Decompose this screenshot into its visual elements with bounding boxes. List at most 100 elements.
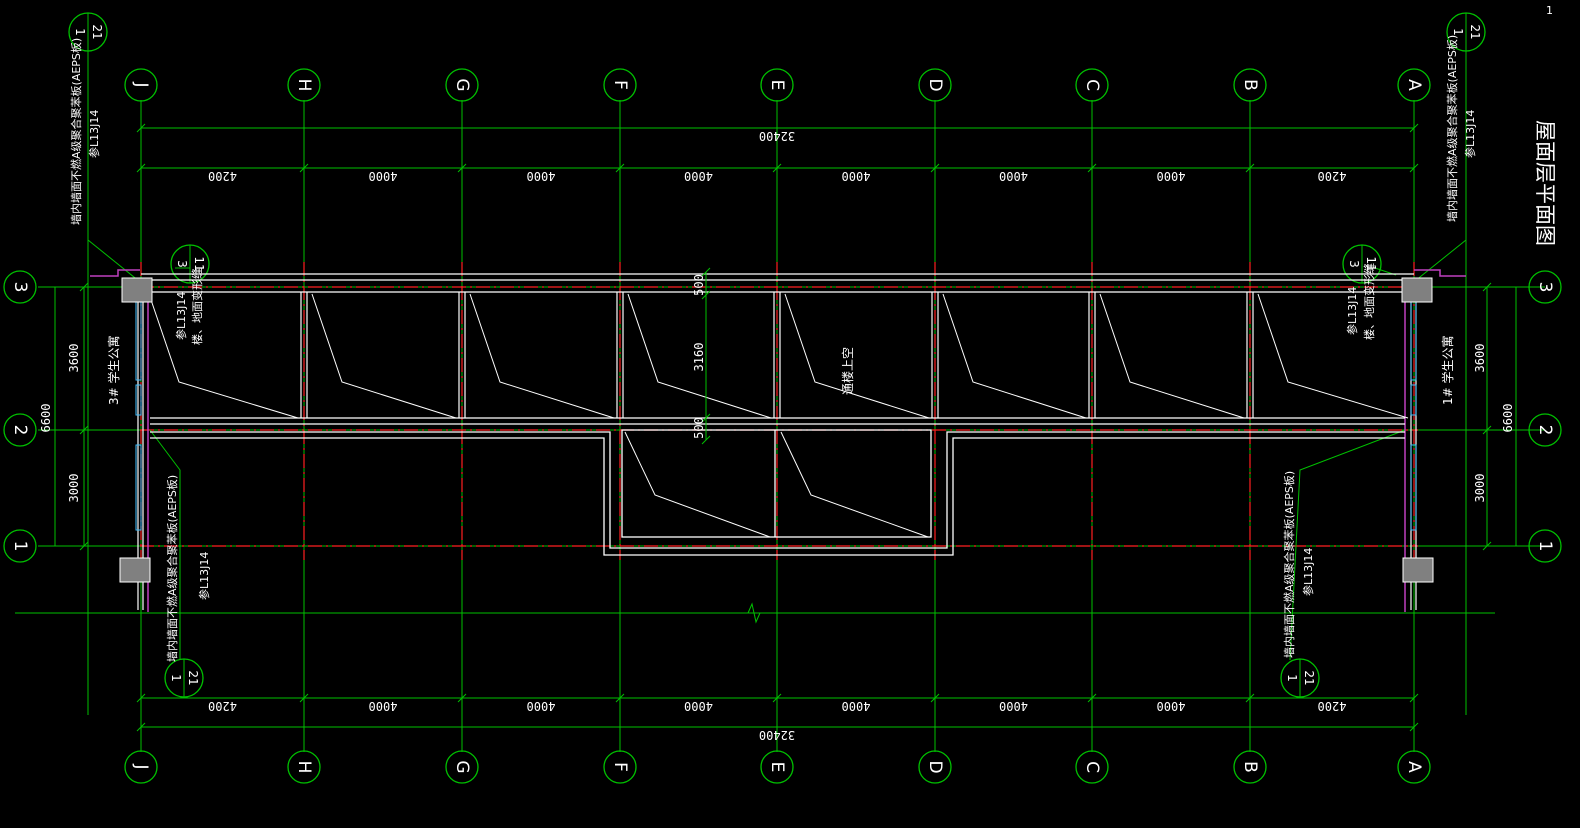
axis-bubble-bottom-E-circle xyxy=(760,750,794,784)
dim-bay-bottom-tick xyxy=(1087,693,1097,703)
break-mark xyxy=(747,602,761,624)
detail-ref-5-num: 1 xyxy=(1285,674,1299,682)
dim-right-bay-tick xyxy=(1482,282,1492,292)
dim-opening-tick xyxy=(701,413,711,423)
axis-bubble-bottom-B-label: B xyxy=(1240,761,1260,773)
axis-bubble-left-2-circle xyxy=(3,413,37,447)
note-access-mr: 楼、地面变形缝 xyxy=(1362,263,1376,340)
corridor-edge-4 xyxy=(150,437,1405,556)
axis-bubble-top-H-label: H xyxy=(294,79,314,92)
window-left xyxy=(135,384,142,416)
axis-bubble-top-G-label: G xyxy=(452,78,472,91)
axis-bubble-bottom-F-circle xyxy=(603,750,637,784)
dim-bay-bottom-3: 4000 xyxy=(684,699,713,713)
dim-bay-top-tick xyxy=(299,163,309,173)
dim-tick xyxy=(136,123,146,133)
note-access-ml: 楼、地面变形缝 xyxy=(190,268,204,345)
dim-bay-top-4: 4000 xyxy=(842,169,871,183)
dim-bay-bottom-tick xyxy=(1409,693,1419,703)
dim-opening-3160: 3160 xyxy=(692,343,706,372)
note-ref-tl: 参L13J14 xyxy=(87,110,101,158)
dim-bay-top-7: 4200 xyxy=(1318,169,1347,183)
axis-bubble-left-3-circle xyxy=(3,270,37,304)
dim-left-6600: 6600 xyxy=(39,404,53,433)
dim-bay-top-tick xyxy=(1409,163,1419,173)
roof-slope-line xyxy=(311,293,457,419)
column xyxy=(1401,277,1433,303)
dim-opening-500-bottom: 500 xyxy=(692,417,706,439)
roof-slope-line xyxy=(1257,293,1409,419)
axis-bubble-bottom-J-circle xyxy=(124,750,158,784)
dim-bay-top-2: 4000 xyxy=(527,169,556,183)
roof-slope-line xyxy=(784,293,930,419)
dim-bay-top-tick xyxy=(1087,163,1097,173)
axis-bubble-top-C-label: C xyxy=(1082,79,1102,91)
detail-ref-1-sheet: 21 xyxy=(1468,24,1482,39)
dim-bay-top-3: 4000 xyxy=(684,169,713,183)
axis-bubble-left-1-label: 1 xyxy=(10,541,30,552)
axis-bubble-right-3-label: 3 xyxy=(1535,282,1555,293)
corridor-edge-3 xyxy=(150,431,1405,549)
drawing-title: 屋面层平面图 xyxy=(1533,120,1557,246)
dim-bay-bottom-1: 4000 xyxy=(369,699,398,713)
detail-ref-1-num: 1 xyxy=(1451,28,1465,36)
note-parapet-tl: 墙内墙面不燃A级聚合聚苯板(AEPS板) xyxy=(69,38,83,225)
column xyxy=(119,557,151,583)
column xyxy=(1402,557,1434,583)
axis-bubble-top-F-label: F xyxy=(610,80,630,90)
dim-bay-top-tick xyxy=(772,163,782,173)
stair-slope-line xyxy=(780,431,929,538)
axis-bubble-bottom-A-label: A xyxy=(1404,761,1424,773)
note-ref-bl: 参L13J14 xyxy=(197,552,211,600)
dim-tick xyxy=(136,722,146,732)
parapet-left-top xyxy=(90,269,140,277)
dim-bay-bottom-5: 4000 xyxy=(999,699,1028,713)
leader-bottom-left xyxy=(149,429,181,660)
dim-bay-bottom-4: 4000 xyxy=(842,699,871,713)
note-building-3: 3# 学生公寓 xyxy=(106,335,121,405)
axis-bubble-bottom-G-circle xyxy=(445,750,479,784)
dim-bay-bottom-tick xyxy=(615,693,625,703)
detail-ref-4-num: 1 xyxy=(169,674,183,682)
dim-bay-bottom-7: 4200 xyxy=(1318,699,1347,713)
roof-slope-line xyxy=(942,293,1087,419)
dim-opening-tick xyxy=(701,290,711,300)
dim-bay-bottom-6: 4000 xyxy=(1157,699,1186,713)
note-building-1: 1# 学生公寓 xyxy=(1440,335,1455,405)
axis-bubble-right-2-label: 2 xyxy=(1535,425,1555,436)
roof-slope-line xyxy=(148,293,299,419)
dim-total-bottom: 32400 xyxy=(759,728,795,742)
dim-bay-bottom-tick xyxy=(457,693,467,703)
dim-bay-bottom-tick xyxy=(136,693,146,703)
dim-right-6600: 6600 xyxy=(1501,404,1515,433)
dim-right-bay-tick xyxy=(1482,541,1492,551)
axis-bubble-bottom-G-label: G xyxy=(452,760,472,773)
note-parapet-br: 墙内墙面不燃A级聚合聚苯板(AEPS板) xyxy=(1282,471,1296,658)
detail-ref-3-sheet: 11 xyxy=(1364,256,1378,271)
detail-ref-0-sheet: 21 xyxy=(90,24,104,39)
note-stair-up: 通楼上空 xyxy=(840,347,855,395)
note-parapet-bl: 墙内墙面不燃A级聚合聚苯板(AEPS板) xyxy=(165,475,179,662)
axis-bubble-right-3-circle xyxy=(1528,270,1562,304)
column xyxy=(121,277,153,303)
dim-opening-500-top: 500 xyxy=(692,274,706,296)
axis-bubble-top-B-label: B xyxy=(1240,79,1260,91)
axis-bubble-left-3-label: 3 xyxy=(10,282,30,293)
axis-bubble-top-J-label: J xyxy=(131,81,151,87)
stair-well-outline xyxy=(621,429,932,538)
dim-left-bay-tick xyxy=(79,425,89,435)
dim-bay-top-0: 4200 xyxy=(208,169,237,183)
note-ref-br: 参L13J14 xyxy=(1301,548,1315,596)
note-ref-mr: 参L13J14 xyxy=(1345,287,1359,335)
axis-bubble-left-2-label: 2 xyxy=(10,425,30,436)
dim-opening-tick xyxy=(701,267,711,277)
axis-bubble-bottom-J-label: J xyxy=(131,763,151,769)
axis-bubble-bottom-H-circle xyxy=(287,750,321,784)
dim-tick xyxy=(1409,722,1419,732)
dim-bay-top-tick xyxy=(136,163,146,173)
dim-bay-bottom-2: 4000 xyxy=(527,699,556,713)
detail-ref-4-sheet: 21 xyxy=(186,670,200,685)
